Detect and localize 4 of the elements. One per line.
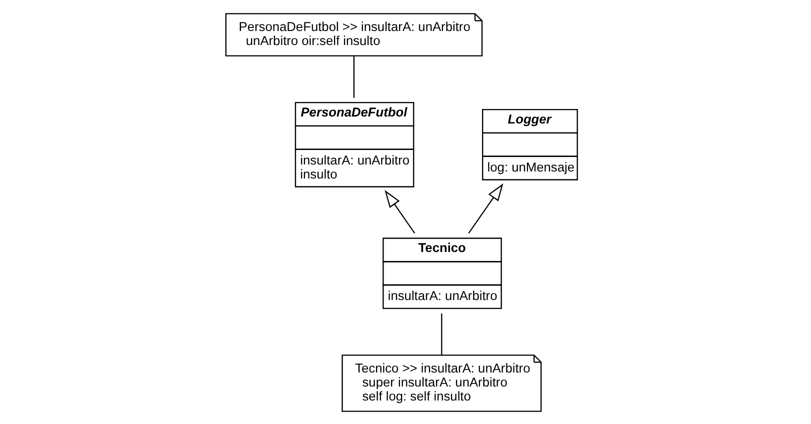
arrow xyxy=(384,190,415,234)
arrow xyxy=(468,182,503,234)
connector xyxy=(440,312,442,354)
connector xyxy=(352,55,354,98)
